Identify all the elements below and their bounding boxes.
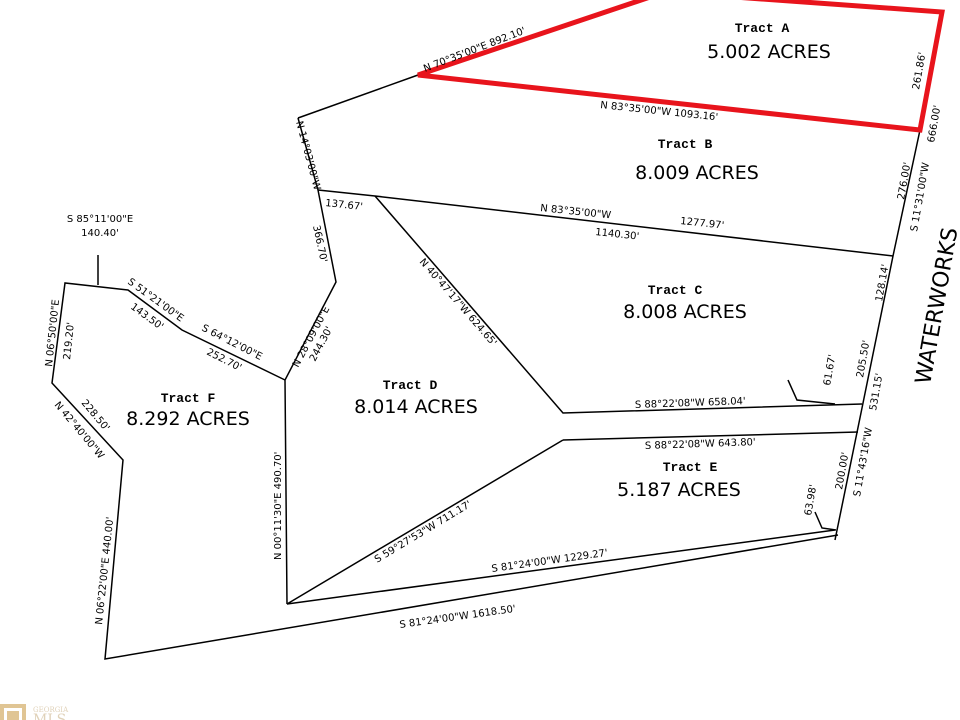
call-label: S 88°22'08"W 643.80': [645, 437, 756, 452]
call-label: 666.00': [926, 104, 943, 143]
call-label: 140.40': [81, 228, 119, 239]
georgia-mls-watermark: GEORGIA MLS: [0, 704, 69, 720]
tract-d-name: Tract D: [383, 378, 438, 393]
tract-c-name: Tract C: [648, 283, 703, 298]
tract-a-name: Tract A: [735, 21, 790, 36]
call-label: N 14°03'00"W: [293, 120, 322, 192]
watermark-line2: MLS: [33, 712, 66, 720]
call-label: S 59°27'53"W 711.17': [373, 499, 474, 566]
call-label: 1140.30': [595, 227, 640, 243]
call-label: S 81°24'00"W 1229.27': [491, 548, 609, 575]
tract-a-highlight: [417, 0, 945, 133]
tract-f-acres: 8.292 ACRES: [126, 408, 250, 430]
boundary-lines: [51, 74, 921, 660]
tract-d-acres: 8.014 ACRES: [354, 396, 478, 418]
call-label: 137.67': [325, 198, 364, 213]
tract-e-name: Tract E: [663, 460, 718, 475]
tract-a-acres: 5.002 ACRES: [707, 41, 831, 63]
call-label: S 88°22'08"W 658.04': [635, 396, 746, 411]
call-label: S 11°31'00"W: [909, 162, 932, 233]
tract-b-name: Tract B: [658, 137, 713, 152]
call-label: 61.67': [822, 354, 838, 387]
call-label: 1277.97': [680, 216, 725, 232]
call-label: 531.15': [868, 372, 885, 411]
call-label: 276.00': [896, 161, 913, 200]
call-label: S 81°24'00"W 1618.50': [399, 604, 517, 631]
tract-e-acres: 5.187 ACRES: [617, 479, 741, 501]
call-label: N 00°11'30"E 490.70': [273, 452, 284, 560]
road-label: WATERWORKS: [911, 226, 960, 386]
call-label: 219.20': [62, 322, 77, 361]
call-label: 128.14': [874, 263, 891, 302]
call-label: N 06°50'00"E: [44, 299, 62, 367]
call-label: 63.98': [803, 484, 819, 517]
call-label: N 70°35'00"E 892.10': [422, 26, 527, 75]
tract-b-acres: 8.009 ACRES: [635, 162, 759, 184]
call-label: S 85°11'00"E: [67, 214, 133, 225]
watermark-line1: GEORGIA: [33, 706, 69, 714]
call-label: N 40°47'17"W 624.65': [417, 257, 499, 349]
tract-f-name: Tract F: [161, 391, 216, 406]
tract-c-acres: 8.008 ACRES: [623, 301, 747, 323]
call-label: 261.86': [911, 51, 928, 90]
